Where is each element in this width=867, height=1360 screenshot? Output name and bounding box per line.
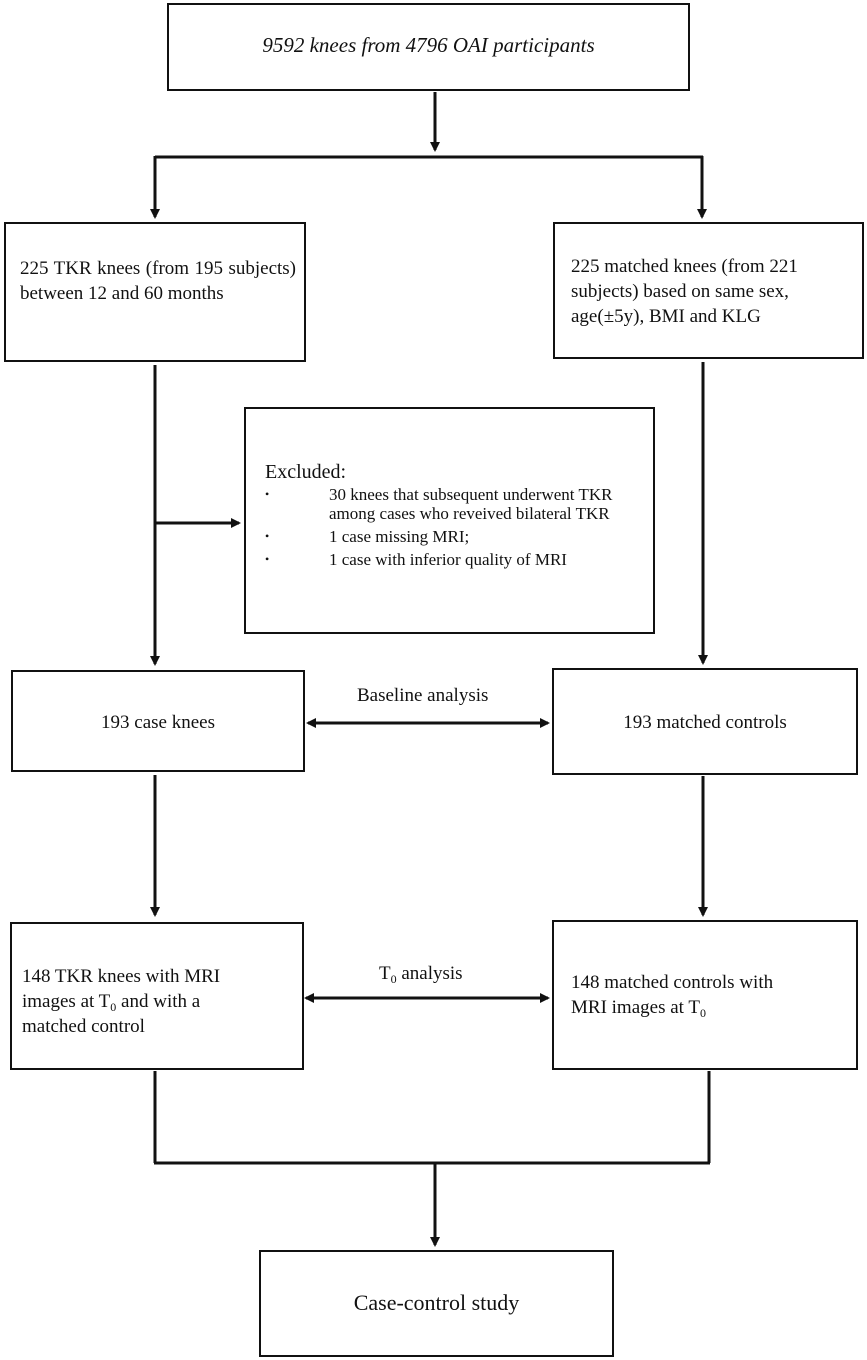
box-case-control-study-text: Case-control study xyxy=(353,1290,520,1315)
box-case-control-study: Case-control study xyxy=(259,1250,614,1357)
excluded-item: •1 case with inferior quality of MRI xyxy=(265,550,567,569)
box-controls-mri: 148 matched controls with MRI images at … xyxy=(552,920,858,1070)
baseline-analysis-label: Baseline analysis xyxy=(357,685,489,706)
box-matched-knees: 225 matched knees (from 221 subjects) ba… xyxy=(553,222,864,359)
box-all-knees-text: 9592 knees from 4796 OAI participants xyxy=(262,33,595,57)
excluded-item: •1 case missing MRI; xyxy=(265,527,470,546)
box-tkr-knees: 225 TKR knees (from 195 subjects) betwee… xyxy=(4,222,306,362)
box-matched-knees-text: 225 matched knees (from 221 subjects) ba… xyxy=(571,256,798,327)
box-all-knees: 9592 knees from 4796 OAI participants xyxy=(167,3,690,91)
box-tkr-mri-text: 148 TKR knees with MRI images at T0 and … xyxy=(22,966,221,1037)
excluded-title: Excluded: xyxy=(265,461,347,483)
box-matched-controls: 193 matched controls xyxy=(552,668,858,775)
excluded-item: •30 knees that subsequent underwent TKR … xyxy=(265,485,613,523)
excluded-list: •30 knees that subsequent underwent TKR … xyxy=(265,485,619,569)
box-case-knees-text: 193 case knees xyxy=(101,712,215,733)
t0-analysis-label: T0 analysis xyxy=(379,963,463,986)
box-excluded: Excluded: •30 knees that subsequent unde… xyxy=(244,407,655,634)
box-tkr-mri: 148 TKR knees with MRI images at T0 and … xyxy=(10,922,304,1070)
box-tkr-knees-text: 225 TKR knees (from 195 subjects) betwee… xyxy=(20,258,296,304)
box-case-knees: 193 case knees xyxy=(11,670,305,772)
box-matched-controls-text: 193 matched controls xyxy=(623,712,787,733)
box-controls-mri-text: 148 matched controls with MRI images at … xyxy=(571,972,774,1020)
